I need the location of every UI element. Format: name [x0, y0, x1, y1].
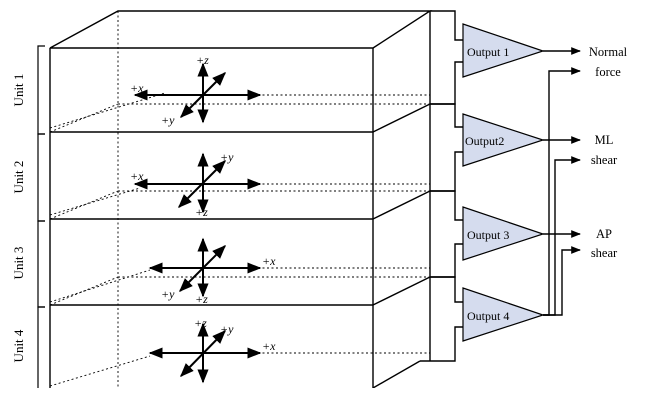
stack-box: [49, 10, 433, 389]
unit-2-axes: [133, 152, 262, 214]
unit-2-y-label: +y: [220, 150, 234, 164]
output-normal-force-line1: Normal: [589, 45, 628, 59]
unit-1-y-label: +y: [161, 113, 175, 127]
unit-3-z-label: +z: [195, 292, 208, 306]
unit-3-x-label: +x: [262, 254, 276, 268]
output-ml-shear-line2: shear: [591, 153, 618, 167]
input-wires: [420, 10, 463, 362]
unit-4-axes: [148, 322, 262, 384]
unit-4-z-label: +z: [194, 316, 207, 330]
unit-brackets: [37, 45, 45, 388]
unit-3-label: Unit 3: [11, 247, 26, 280]
output-ap-shear-line1: AP: [596, 227, 612, 241]
amplifiers: [462, 23, 545, 342]
amplifier-1: [462, 23, 545, 78]
unit-1-z-label: +z: [196, 53, 209, 67]
unit-2-x-label: +x: [130, 169, 144, 183]
amplifier-3: [462, 206, 545, 261]
unit-1-label: Unit 1: [11, 74, 26, 107]
output-ml-shear-line1: ML: [595, 133, 614, 147]
amplifier-2: [462, 113, 545, 167]
unit-1-x-label: +x: [130, 81, 144, 95]
unit-1-axes: [133, 62, 262, 124]
unit-3-axes: [148, 237, 262, 298]
side-bottom-edge: [372, 360, 421, 389]
unit-2-label: Unit 2: [11, 161, 26, 194]
output-ap-shear-line2: shear: [591, 246, 618, 260]
unit-2-z-label: +z: [195, 205, 208, 219]
unit-4-label: Unit 4: [11, 329, 26, 362]
amplifier-4-label: Output 4: [467, 309, 509, 323]
output-wires: [543, 47, 581, 316]
hidden-edges: [49, 11, 430, 388]
center-lines: [49, 92, 430, 387]
output-normal-force-line2: force: [595, 65, 621, 79]
unit-4-x-label: +x: [262, 339, 276, 353]
amplifier-3-label: Output 3: [467, 228, 509, 242]
amplifier-1-label: Output 1: [467, 45, 509, 59]
unit-4-y-label: +y: [220, 322, 234, 336]
amplifier-2-label: Output2: [465, 134, 504, 148]
amplifier-4: [462, 287, 545, 342]
unit-3-y-label: +y: [161, 287, 175, 301]
box-top-face: [49, 10, 433, 49]
